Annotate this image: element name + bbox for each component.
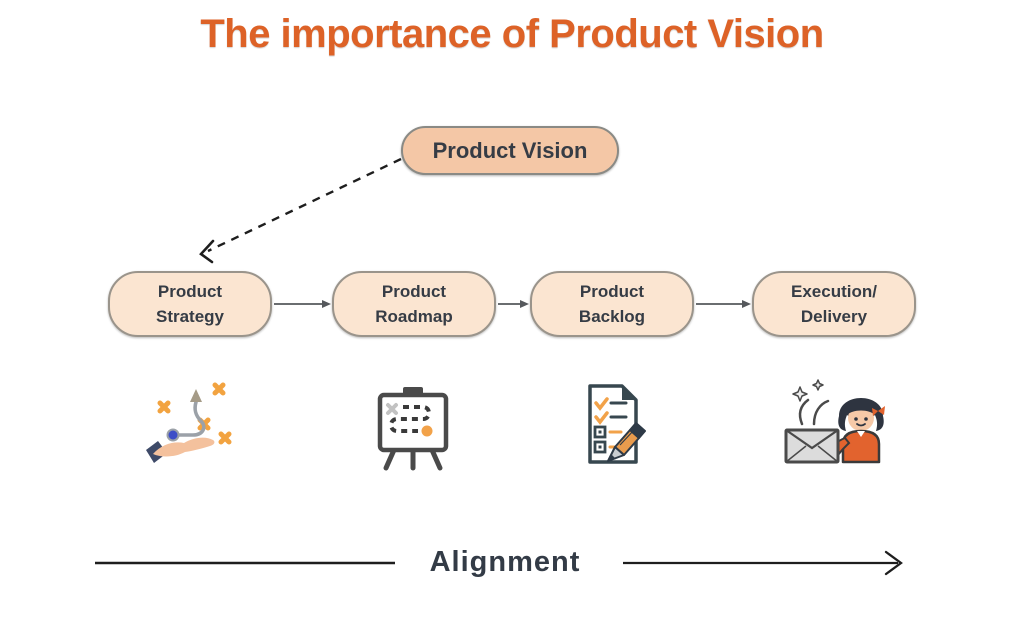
node-label-line: Strategy — [155, 307, 225, 326]
roadmap-easel-icon — [377, 387, 449, 471]
page-title: The importance of Product Vision — [200, 12, 824, 56]
backlog-checklist-icon — [588, 384, 646, 464]
strategy-hand-icon — [146, 382, 232, 463]
node-label-line: Product — [381, 281, 447, 301]
flow-node-product-roadmap: Product Roadmap — [332, 271, 496, 337]
node-label-line: Roadmap — [375, 307, 453, 326]
node-label-line: Delivery — [800, 307, 868, 326]
node-label-line: Backlog — [578, 307, 646, 326]
strategy-to-roadmap-arrow — [274, 300, 331, 308]
vision-to-strategy-arrow — [199, 157, 402, 264]
backlog-to-execution-arrow — [696, 300, 751, 308]
alignment-label: Alignment — [429, 546, 581, 578]
vision-node: Product Vision — [401, 126, 619, 175]
roadmap-to-backlog-arrow — [498, 300, 529, 308]
flow-node-product-backlog: Product Backlog — [530, 271, 694, 337]
node-label-line: Product — [157, 281, 223, 301]
alignment-arrow-right — [623, 550, 903, 576]
delivery-unboxing-icon — [784, 379, 885, 464]
node-label-line: Product — [579, 281, 645, 301]
flow-node-execution-delivery: Execution/ Delivery — [752, 271, 916, 337]
node-label-line: Execution/ — [791, 281, 877, 301]
flow-node-product-strategy: Product Strategy — [108, 271, 272, 337]
vision-node-label: Product Vision — [432, 137, 588, 163]
